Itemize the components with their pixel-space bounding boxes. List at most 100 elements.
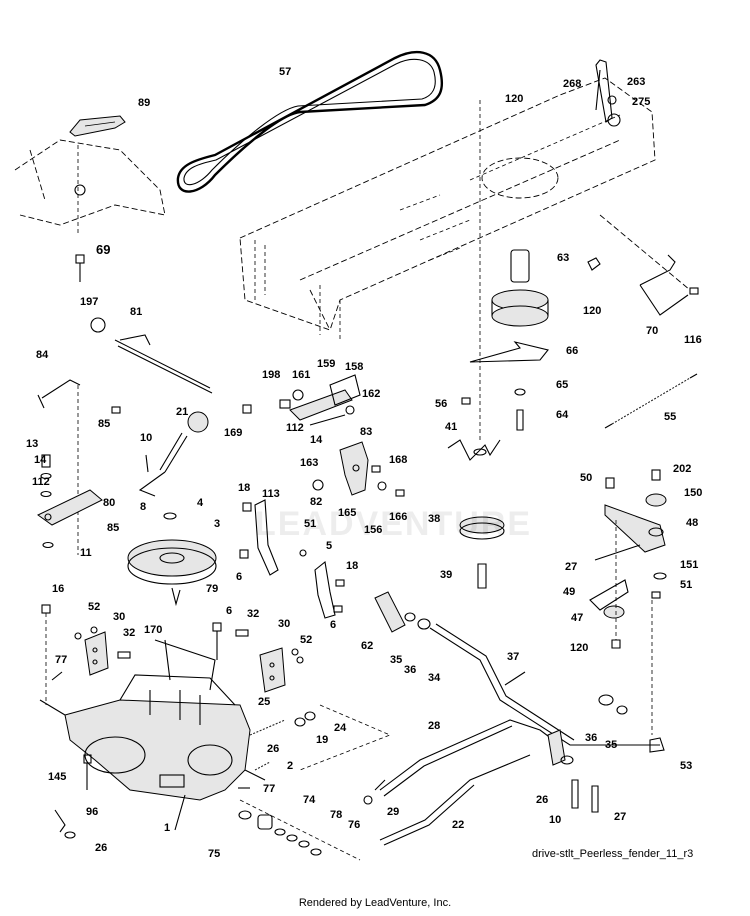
callout-168: 168 bbox=[389, 454, 407, 466]
callout-275: 275 bbox=[632, 96, 650, 108]
callout-145: 145 bbox=[48, 771, 66, 783]
callout-120: 120 bbox=[505, 93, 523, 105]
callout-26: 26 bbox=[267, 743, 279, 755]
callout-3: 3 bbox=[214, 518, 220, 530]
part-53-bracket bbox=[547, 694, 665, 813]
part-70-rod bbox=[639, 254, 699, 316]
part-25-spring bbox=[249, 704, 392, 771]
callout-161: 161 bbox=[292, 369, 310, 381]
chassis-frame bbox=[239, 77, 691, 340]
callout-120: 120 bbox=[570, 642, 588, 654]
footer-credit: Rendered by LeadVenture, Inc. bbox=[298, 897, 452, 909]
callout-22: 22 bbox=[452, 819, 464, 831]
callout-27: 27 bbox=[565, 561, 577, 573]
callout-50: 50 bbox=[580, 472, 592, 484]
part-3-pulley bbox=[127, 512, 217, 607]
callout-268: 268 bbox=[563, 78, 581, 90]
callout-35: 35 bbox=[390, 654, 402, 666]
callout-197: 197 bbox=[80, 296, 98, 308]
callout-51: 51 bbox=[304, 518, 316, 530]
callout-165: 165 bbox=[338, 507, 356, 519]
callout-85: 85 bbox=[98, 418, 110, 430]
callout-112: 112 bbox=[32, 476, 50, 488]
part-21-knob bbox=[138, 411, 209, 497]
part-159-linkage bbox=[242, 374, 361, 426]
callout-34: 34 bbox=[428, 672, 441, 684]
callout-85: 85 bbox=[107, 522, 119, 534]
part-268-bracket bbox=[595, 59, 621, 127]
callout-36: 36 bbox=[585, 732, 597, 744]
callout-52: 52 bbox=[88, 601, 100, 613]
callout-37: 37 bbox=[507, 651, 519, 663]
callout-83: 83 bbox=[360, 426, 372, 438]
callout-89: 89 bbox=[138, 97, 150, 109]
callout-2: 2 bbox=[287, 760, 293, 772]
callout-1: 1 bbox=[164, 822, 170, 834]
callout-53: 53 bbox=[680, 760, 692, 772]
callout-32: 32 bbox=[123, 627, 135, 639]
callout-36: 36 bbox=[404, 664, 416, 676]
part-30-plate-right bbox=[235, 629, 304, 693]
callout-151: 151 bbox=[680, 559, 698, 571]
callout-26: 26 bbox=[536, 794, 548, 806]
drive-belt bbox=[176, 50, 444, 193]
callout-65: 65 bbox=[556, 379, 568, 391]
callout-263: 263 bbox=[627, 76, 645, 88]
part-38-idler-pulley bbox=[459, 516, 505, 589]
callout-96: 96 bbox=[86, 806, 98, 818]
callout-57: 57 bbox=[279, 66, 291, 78]
callout-26: 26 bbox=[95, 842, 107, 854]
callout-79: 79 bbox=[206, 583, 218, 595]
part-80-bracket bbox=[37, 454, 103, 549]
callout-51: 51 bbox=[680, 579, 692, 591]
part-48-bracket bbox=[589, 469, 667, 735]
callout-112: 112 bbox=[286, 422, 304, 434]
watermark: LEADVENTURE bbox=[255, 505, 533, 543]
callout-77: 77 bbox=[55, 654, 67, 666]
callout-163: 163 bbox=[300, 457, 318, 469]
callout-16: 16 bbox=[52, 583, 64, 595]
callout-64: 64 bbox=[556, 409, 569, 421]
callout-49: 49 bbox=[563, 586, 575, 598]
callout-52: 52 bbox=[300, 634, 312, 646]
callout-30: 30 bbox=[278, 618, 290, 630]
callout-66: 66 bbox=[566, 345, 578, 357]
callout-25: 25 bbox=[258, 696, 270, 708]
part-89-plate bbox=[69, 115, 126, 137]
callout-39: 39 bbox=[440, 569, 452, 581]
part-30-plate-left bbox=[74, 626, 131, 676]
callout-28: 28 bbox=[428, 720, 440, 732]
part-55-spring bbox=[604, 373, 698, 429]
callout-150: 150 bbox=[684, 487, 702, 499]
callout-29: 29 bbox=[387, 806, 399, 818]
callout-47: 47 bbox=[571, 612, 583, 624]
drawing-id: drive-stlt_Peerless_fender_11_r3 bbox=[532, 848, 694, 860]
callout-120: 120 bbox=[583, 305, 601, 317]
callout-10: 10 bbox=[140, 432, 152, 444]
callout-5: 5 bbox=[326, 540, 332, 552]
callout-78: 78 bbox=[330, 809, 342, 821]
part-6-bolt bbox=[212, 622, 222, 660]
callout-41: 41 bbox=[445, 421, 457, 433]
callout-27: 27 bbox=[614, 811, 626, 823]
callout-32: 32 bbox=[247, 608, 259, 620]
part-81-rod bbox=[90, 317, 213, 394]
part-1-transaxle bbox=[39, 639, 266, 831]
part-84-rod bbox=[37, 379, 121, 555]
callout-169: 169 bbox=[224, 427, 242, 439]
callout-55: 55 bbox=[664, 411, 676, 423]
part-34-rod bbox=[429, 623, 660, 746]
callout-77: 77 bbox=[263, 783, 275, 795]
part-62-spacer bbox=[374, 591, 431, 633]
callout-76: 76 bbox=[348, 819, 360, 831]
part-145-bolt bbox=[54, 754, 92, 839]
callout-14: 14 bbox=[34, 454, 47, 466]
callout-56: 56 bbox=[435, 398, 447, 410]
callout-69: 69 bbox=[96, 242, 110, 257]
callout-80: 80 bbox=[103, 497, 115, 509]
callout-63: 63 bbox=[557, 252, 569, 264]
part-64-65-56 bbox=[461, 388, 526, 431]
callout-82: 82 bbox=[310, 496, 322, 508]
callout-18: 18 bbox=[346, 560, 358, 572]
part-22-rod bbox=[379, 754, 531, 846]
